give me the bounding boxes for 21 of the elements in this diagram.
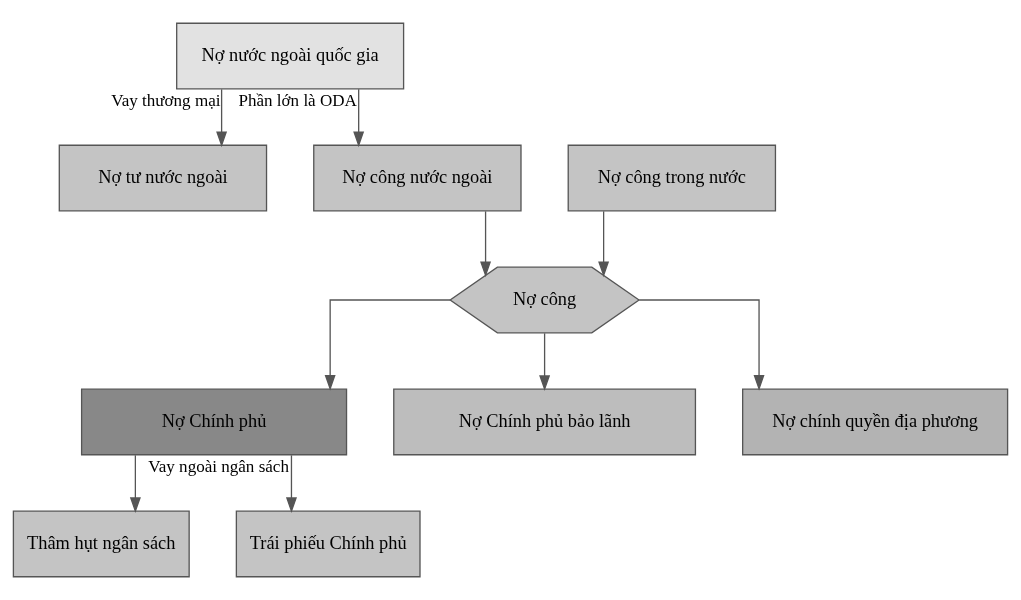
node-box: Thâm hụt ngân sách [12,510,190,578]
node-box: Nợ công trong nước [567,144,777,212]
arrow [324,299,451,391]
arrow [598,210,610,278]
node-box: Nợ chính quyền địa phương [742,388,1009,456]
arrow [129,454,141,514]
node-box: Nợ công nước ngoài [313,144,522,212]
node-box: Nợ nước ngoài quốc gia [176,22,405,90]
arrow [285,454,297,514]
node-box: Nợ Chính phủ [80,388,348,456]
edge-label: Phần lớn là ODA [238,90,357,110]
edge-label: Vay ngoài ngân sách [148,456,289,476]
arrow [539,332,551,392]
node-box: Nợ tư nước ngoài [58,144,268,212]
node-box: Nợ Chính phủ bảo lãnh [393,388,697,456]
arrow [638,299,765,391]
arrow [480,210,492,278]
arrow [353,88,365,148]
edge-label: Vay thương mại [111,90,221,110]
arrow [216,88,228,148]
node-box: Trái phiếu Chính phủ [235,510,421,578]
